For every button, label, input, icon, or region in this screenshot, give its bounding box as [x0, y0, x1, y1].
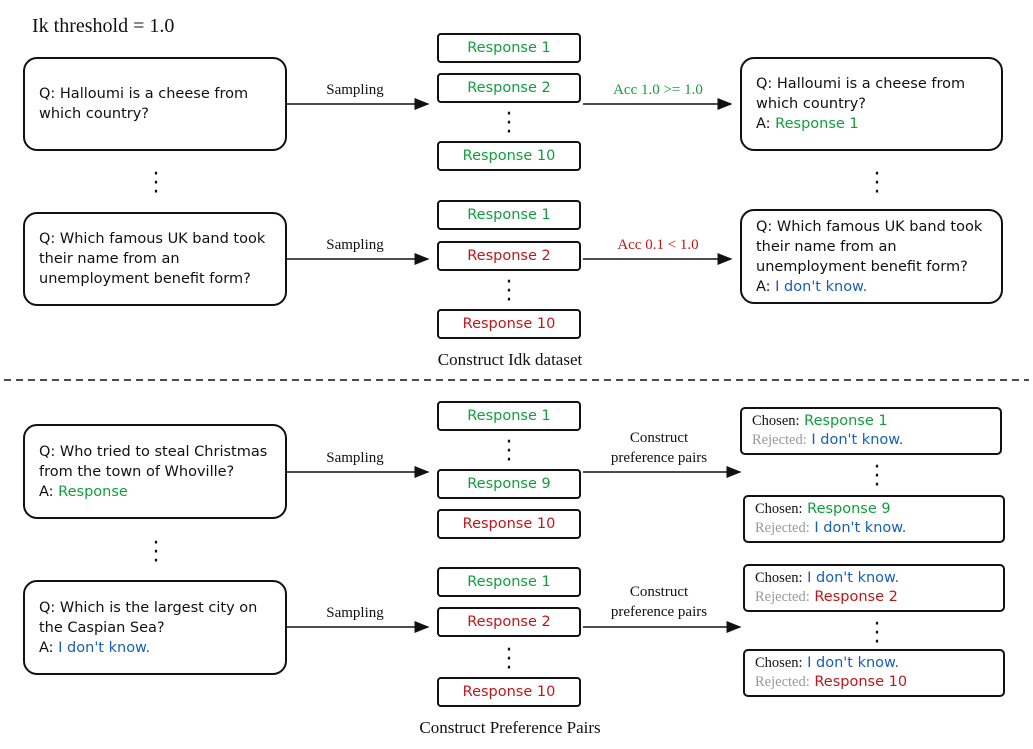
rejected-value: I don't know.: [814, 520, 907, 536]
acc-label: Acc 1.0 >= 1.0: [613, 82, 703, 98]
sampling-label: Sampling: [326, 605, 384, 621]
question-box: Q: Who tried to steal Christmas from the…: [23, 424, 287, 519]
acc-label: Acc 0.1 < 1.0: [617, 237, 699, 253]
chosen-label: Chosen:: [755, 655, 803, 671]
preference-pair-box: Chosen: Response 1 Rejected: I don't kno…: [740, 407, 1002, 455]
vertical-ellipsis: ···: [873, 612, 881, 655]
vertical-ellipsis: ···: [873, 162, 881, 205]
vertical-ellipsis: ···: [505, 270, 513, 313]
construct-label-line: Construct: [629, 430, 689, 446]
response-box: Response 10: [437, 509, 581, 539]
question-text: Q: Halloumi is a cheese from which count…: [756, 76, 966, 112]
question-box: Q: Which is the largest city on the Casp…: [23, 580, 287, 675]
sampling-label: Sampling: [326, 237, 384, 253]
response-box: Response 1: [437, 401, 581, 431]
rejected-value: Response 10: [814, 674, 908, 690]
question-text: Q: Which is the largest city on the Casp…: [39, 599, 258, 636]
answer-prefix: A:: [756, 278, 771, 295]
idk-sample-box: Q: Halloumi is a cheese from which count…: [740, 57, 1003, 151]
section-caption: Construct Preference Pairs: [419, 718, 601, 737]
answer-prefix: A:: [756, 116, 771, 132]
answer-text: I don't know.: [58, 639, 151, 656]
construct-label-line: preference pairs: [610, 450, 708, 466]
response-box: Response 10: [437, 141, 581, 171]
response-box: Response 1: [437, 33, 581, 63]
section-caption: Construct Idk dataset: [437, 350, 583, 369]
chosen-label: Chosen:: [755, 501, 803, 517]
question-text: Q: Which famous UK band took their name …: [756, 218, 983, 275]
construct-label-line: Construct: [629, 584, 689, 600]
answer-prefix: A:: [39, 639, 54, 656]
chosen-value: Response 9: [807, 501, 891, 517]
question-text: Q: Halloumi is a cheese from which count…: [39, 86, 249, 122]
chosen-label: Chosen:: [755, 570, 803, 586]
answer-text: Response: [58, 483, 128, 500]
vertical-ellipsis: ···: [505, 430, 513, 473]
rejected-value: I don't know.: [811, 432, 904, 448]
construct-label: Construct preference pairs: [592, 582, 726, 622]
chosen-label: Chosen:: [752, 413, 800, 429]
rejected-value: Response 2: [814, 589, 898, 605]
response-box: Response 9: [437, 469, 581, 499]
answer-prefix: A:: [39, 483, 54, 500]
rejected-label: Rejected:: [755, 674, 810, 690]
response-box: Response 1: [437, 567, 581, 597]
vertical-ellipsis: ···: [873, 455, 881, 498]
question-box: Q: Which famous UK band took their name …: [23, 212, 287, 306]
rejected-label: Rejected:: [752, 432, 807, 448]
response-box: Response 2: [437, 73, 581, 103]
question-box: Q: Halloumi is a cheese from which count…: [23, 57, 287, 151]
response-box: Response 2: [437, 607, 581, 637]
chosen-value: Response 1: [804, 413, 888, 429]
rejected-label: Rejected:: [755, 589, 810, 605]
vertical-ellipsis: ···: [505, 102, 513, 145]
response-box: Response 2: [437, 241, 581, 271]
sampling-label: Sampling: [326, 450, 384, 466]
response-box: Response 1: [437, 200, 581, 230]
threshold-label: Ik threshold = 1.0: [32, 15, 175, 37]
vertical-ellipsis: ···: [152, 162, 160, 205]
answer-text: Response 1: [775, 116, 859, 132]
response-box: Response 10: [437, 677, 581, 707]
preference-pair-box: Chosen: I don't know. Rejected: Response…: [743, 649, 1005, 697]
question-text: Q: Who tried to steal Christmas from the…: [39, 443, 268, 480]
preference-pair-box: Chosen: Response 9 Rejected: I don't kno…: [743, 495, 1005, 543]
answer-text: I don't know.: [775, 278, 868, 295]
question-text: Q: Which famous UK band took their name …: [39, 231, 266, 287]
rejected-label: Rejected:: [755, 520, 810, 536]
chosen-value: I don't know.: [807, 655, 900, 671]
construct-label-line: preference pairs: [610, 604, 708, 620]
sampling-label: Sampling: [326, 82, 384, 98]
vertical-ellipsis: ···: [505, 638, 513, 681]
construct-label: Construct preference pairs: [592, 428, 726, 468]
response-box: Response 10: [437, 309, 581, 339]
idk-sample-box: Q: Which famous UK band took their name …: [740, 209, 1003, 304]
chosen-value: I don't know.: [807, 570, 900, 586]
preference-pair-box: Chosen: I don't know. Rejected: Response…: [743, 564, 1005, 612]
vertical-ellipsis: ···: [152, 531, 160, 574]
